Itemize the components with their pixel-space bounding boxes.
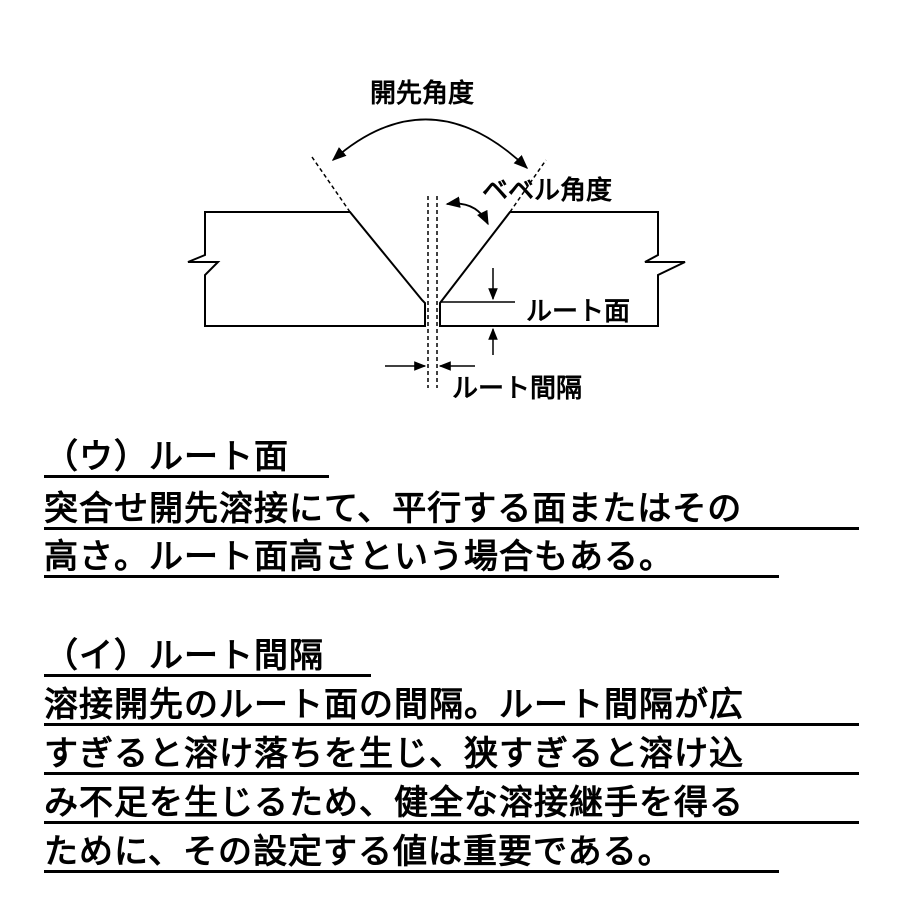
section-2-line-4-underline bbox=[44, 832, 779, 873]
section-2-heading: （イ）ルート間隔 bbox=[44, 636, 324, 676]
groove-extension-left bbox=[311, 156, 351, 213]
section-2-heading-underline bbox=[44, 636, 371, 677]
section-2-line-4: ために、その設定する値は重要である。 bbox=[44, 832, 673, 872]
label-groove-angle: 開先角度 bbox=[370, 78, 474, 109]
label-bevel-angle: ベベル角度 bbox=[482, 175, 612, 206]
label-root-gap: ルート間隔 bbox=[452, 374, 582, 404]
section-1-heading: （ウ）ルート面 bbox=[44, 437, 289, 477]
section-2-line-2-underline bbox=[44, 734, 859, 775]
section-1-heading-underline bbox=[44, 437, 329, 478]
groove-diagram: 開先角度 ベベル角度 ルート面 ルート間隔 bbox=[187, 78, 686, 404]
left-plate bbox=[187, 211, 426, 327]
section-2-line-3-underline bbox=[44, 783, 859, 824]
right-plate bbox=[439, 211, 686, 327]
section-1-line-2-underline bbox=[44, 537, 779, 578]
section-2-line-1-underline bbox=[44, 685, 859, 726]
section-1-line-2: 高さ。ルート面高さという場合もある。 bbox=[44, 537, 674, 577]
section-2-line-2: すぎると溶け落ちを生じ、狭すぎると溶け込 bbox=[44, 734, 744, 774]
section-2-line-3: み不足を生じるため、健全な溶接継手を得る bbox=[44, 783, 744, 823]
section-1-line-1: 突合せ開先溶接にて、平行する面またはその bbox=[44, 489, 743, 529]
section-2-line-1: 溶接開先のルート面の間隔。ルート間隔が広 bbox=[44, 685, 744, 725]
groove-extension-right bbox=[509, 159, 547, 213]
section-1-line-1-underline bbox=[44, 489, 859, 530]
groove-angle-arc bbox=[331, 118, 529, 169]
label-root-face: ルート面 bbox=[526, 297, 630, 327]
bevel-angle-arc bbox=[445, 196, 489, 226]
